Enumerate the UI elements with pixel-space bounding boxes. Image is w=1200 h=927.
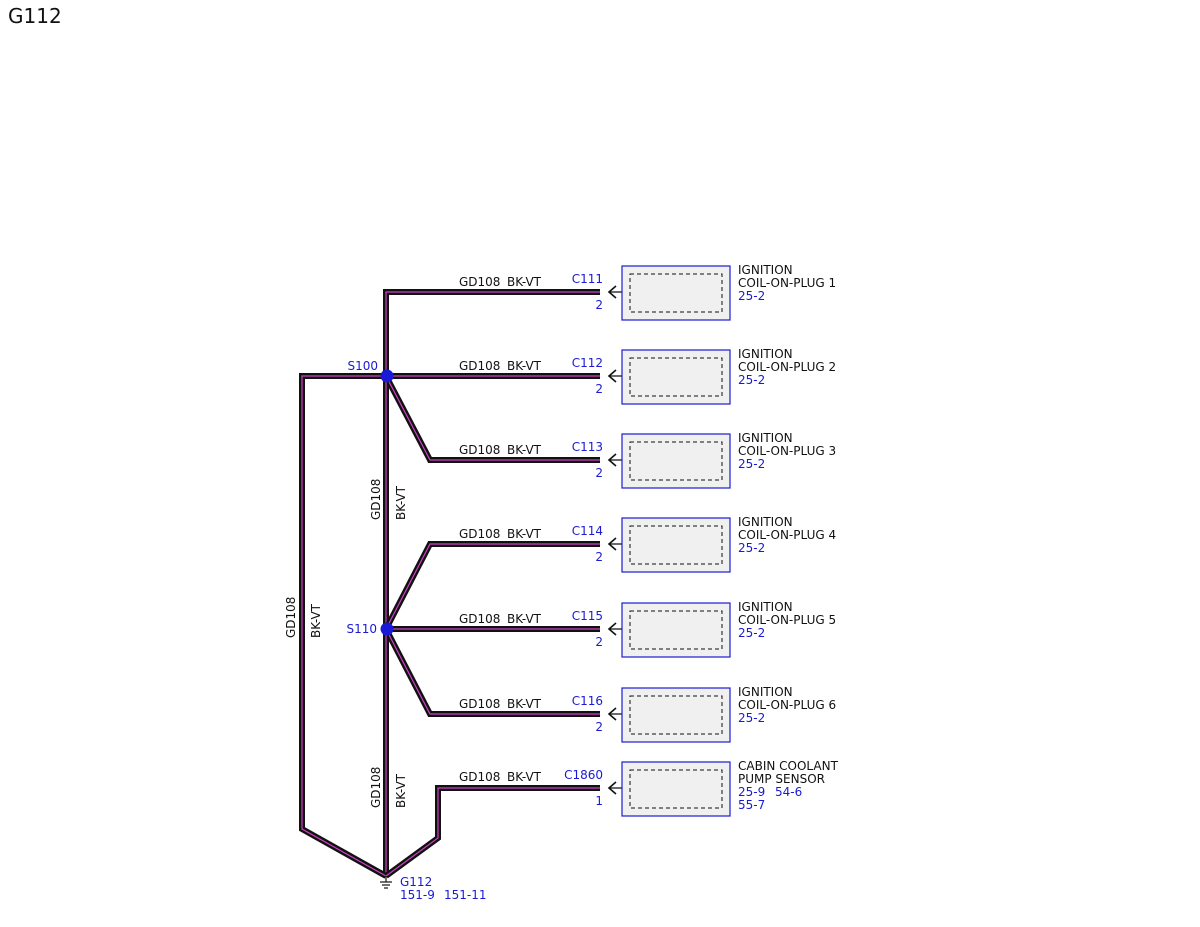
splice-s110-dot[interactable] xyxy=(380,622,394,636)
component-box[interactable] xyxy=(621,602,731,658)
connector-pin: 2 xyxy=(595,298,603,312)
connector-id[interactable]: C111 xyxy=(572,272,603,286)
component-inner-box xyxy=(629,357,723,397)
wire-label-color-c1860: BK-VT xyxy=(507,770,542,784)
component-box[interactable] xyxy=(621,517,731,573)
wire-label-color-c112: BK-VT xyxy=(507,359,542,373)
connector-pin: 2 xyxy=(595,635,603,649)
ground-ref-2[interactable]: 151-11 xyxy=(444,888,487,902)
wire-label-circuit-c113: GD108 xyxy=(459,443,500,457)
connector-pin: 2 xyxy=(595,466,603,480)
wire-label-color-c113: BK-VT xyxy=(507,443,542,457)
component-inner-box xyxy=(629,769,723,809)
component-ref-1[interactable]: 25-2 xyxy=(738,373,765,387)
component-ref-2[interactable]: 54-6 xyxy=(775,785,802,799)
component-inner-box xyxy=(629,441,723,481)
connector-pin: 2 xyxy=(595,382,603,396)
component-name-line2: COIL-ON-PLUG 2 xyxy=(738,360,836,374)
component-name-line2: PUMP SENSOR xyxy=(738,772,825,786)
wire-label-circuit-left: GD108 xyxy=(284,597,298,638)
component-ref-1[interactable]: 25-2 xyxy=(738,626,765,640)
component-box[interactable] xyxy=(621,761,731,817)
component-ref-1[interactable]: 25-2 xyxy=(738,289,765,303)
component-box[interactable] xyxy=(621,687,731,743)
component-ref-1[interactable]: 25-2 xyxy=(738,711,765,725)
page-title: G112 xyxy=(8,4,62,28)
splice-s100-label: S100 xyxy=(347,359,378,373)
component-name-line2: COIL-ON-PLUG 1 xyxy=(738,276,836,290)
component-box[interactable] xyxy=(621,433,731,489)
component-name-line1: IGNITION xyxy=(738,515,793,529)
wire-label-color-c111: BK-VT xyxy=(507,275,542,289)
component-box[interactable] xyxy=(621,265,731,321)
wire-label-circuit-c116: GD108 xyxy=(459,697,500,711)
connector-id[interactable]: C1860 xyxy=(564,768,603,782)
wire-label-circuit-c114: GD108 xyxy=(459,527,500,541)
wire-label-circuit-c111: GD108 xyxy=(459,275,500,289)
wire-label-color-c114: BK-VT xyxy=(507,527,542,541)
component-name-line2: COIL-ON-PLUG 5 xyxy=(738,613,836,627)
component-name-line1: IGNITION xyxy=(738,263,793,277)
wire-label-circuit-c112: GD108 xyxy=(459,359,500,373)
component-ref-1[interactable]: 25-9 xyxy=(738,785,765,799)
connector-id[interactable]: C113 xyxy=(572,440,603,454)
splice-s100-dot[interactable] xyxy=(380,369,394,383)
connector-id[interactable]: C116 xyxy=(572,694,603,708)
connector-pin: 2 xyxy=(595,550,603,564)
wire-label-circuit-c115: GD108 xyxy=(459,612,500,626)
component-inner-box xyxy=(629,273,723,313)
wire-label-color-c115: BK-VT xyxy=(507,612,542,626)
wire-label-color-trunk-upper: BK-VT xyxy=(394,485,408,520)
component-name-line1: IGNITION xyxy=(738,431,793,445)
component-ref-1[interactable]: 25-2 xyxy=(738,457,765,471)
wire-c113[interactable] xyxy=(383,374,600,463)
wire-c114[interactable] xyxy=(383,541,600,631)
connector-id[interactable]: C112 xyxy=(572,356,603,370)
ground-symbol-icon xyxy=(380,876,392,889)
component-name-line1: CABIN COOLANT xyxy=(738,759,839,773)
wires xyxy=(299,289,600,879)
component-name-line2: COIL-ON-PLUG 3 xyxy=(738,444,836,458)
component-ref-3[interactable]: 55-7 xyxy=(738,798,765,812)
wire-s100-ground[interactable] xyxy=(299,373,388,879)
component-inner-box xyxy=(629,610,723,650)
component-name-line2: COIL-ON-PLUG 4 xyxy=(738,528,836,542)
wire-c111[interactable] xyxy=(383,289,600,376)
ground-name[interactable]: G112 xyxy=(400,875,432,889)
wire-label-color-left: BK-VT xyxy=(309,603,323,638)
component-name-line1: IGNITION xyxy=(738,685,793,699)
component-name-line2: COIL-ON-PLUG 6 xyxy=(738,698,836,712)
component-inner-box xyxy=(629,695,723,735)
wire-label-color-trunk-lower: BK-VT xyxy=(394,773,408,808)
component-name-line1: IGNITION xyxy=(738,347,793,361)
connector-pin: 1 xyxy=(595,794,603,808)
wire-label-circuit-trunk-upper: GD108 xyxy=(369,479,383,520)
wire-label-circuit-trunk-lower: GD108 xyxy=(369,767,383,808)
splice-s110-label: S110 xyxy=(346,622,377,636)
connector-id[interactable]: C114 xyxy=(572,524,603,538)
wire-label-circuit-c1860: GD108 xyxy=(459,770,500,784)
wire-c1860[interactable] xyxy=(384,785,600,879)
component-inner-box xyxy=(629,525,723,565)
connector-pin: 2 xyxy=(595,720,603,734)
component-name-line1: IGNITION xyxy=(738,600,793,614)
connector-id[interactable]: C115 xyxy=(572,609,603,623)
wire-c116[interactable] xyxy=(383,627,600,717)
horizontal-wire-labels: GD108 BK-VT GD108 BK-VT GD108 BK-VT GD10… xyxy=(459,275,542,784)
component-ref-1[interactable]: 25-2 xyxy=(738,541,765,555)
ground-ref-1[interactable]: 151-9 xyxy=(400,888,435,902)
component-box[interactable] xyxy=(621,349,731,405)
wire-label-color-c116: BK-VT xyxy=(507,697,542,711)
